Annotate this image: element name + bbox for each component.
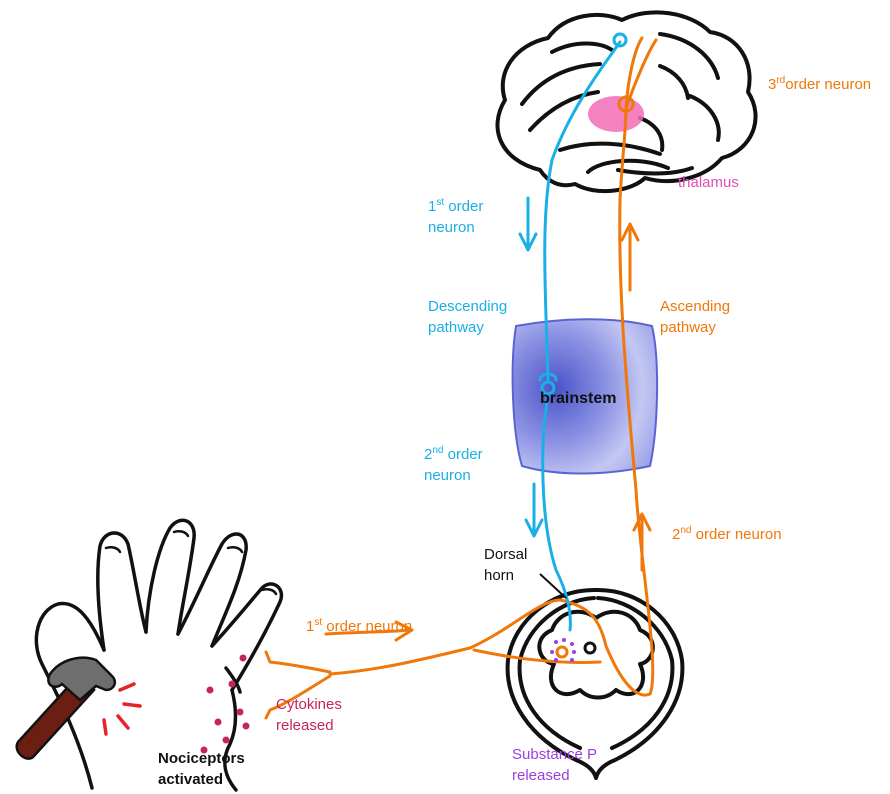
substance-p-label: Substance P released <box>512 744 597 786</box>
hammer-icon <box>17 658 115 759</box>
second-order-neuron-asc-label: 2nd order neuron <box>672 524 782 545</box>
brainstem-label: brainstem <box>540 388 616 409</box>
impact-marks <box>104 684 140 734</box>
first-order-neuron-desc-label: 1st order neuron <box>428 196 483 238</box>
thalamus-label: thalamus <box>678 172 739 193</box>
thalamus-region <box>588 96 644 132</box>
dorsal-horn-synapse <box>557 647 567 657</box>
second-order-neuron-desc-label: 2nd order neuron <box>424 444 483 486</box>
dorsal-horn-label: Dorsal horn <box>484 544 527 586</box>
descending-pathway-label: Descending pathway <box>428 296 507 338</box>
nociceptors-label: Nociceptors activated <box>158 748 245 790</box>
ascending-pathway-label: Ascending pathway <box>660 296 730 338</box>
first-order-neuron-periph-label: 1st order neuron <box>306 616 412 637</box>
cytokines-label: Cytokines released <box>276 694 342 736</box>
central-canal <box>585 643 595 653</box>
third-order-neuron-label: 3rdorder neuron <box>768 74 871 95</box>
